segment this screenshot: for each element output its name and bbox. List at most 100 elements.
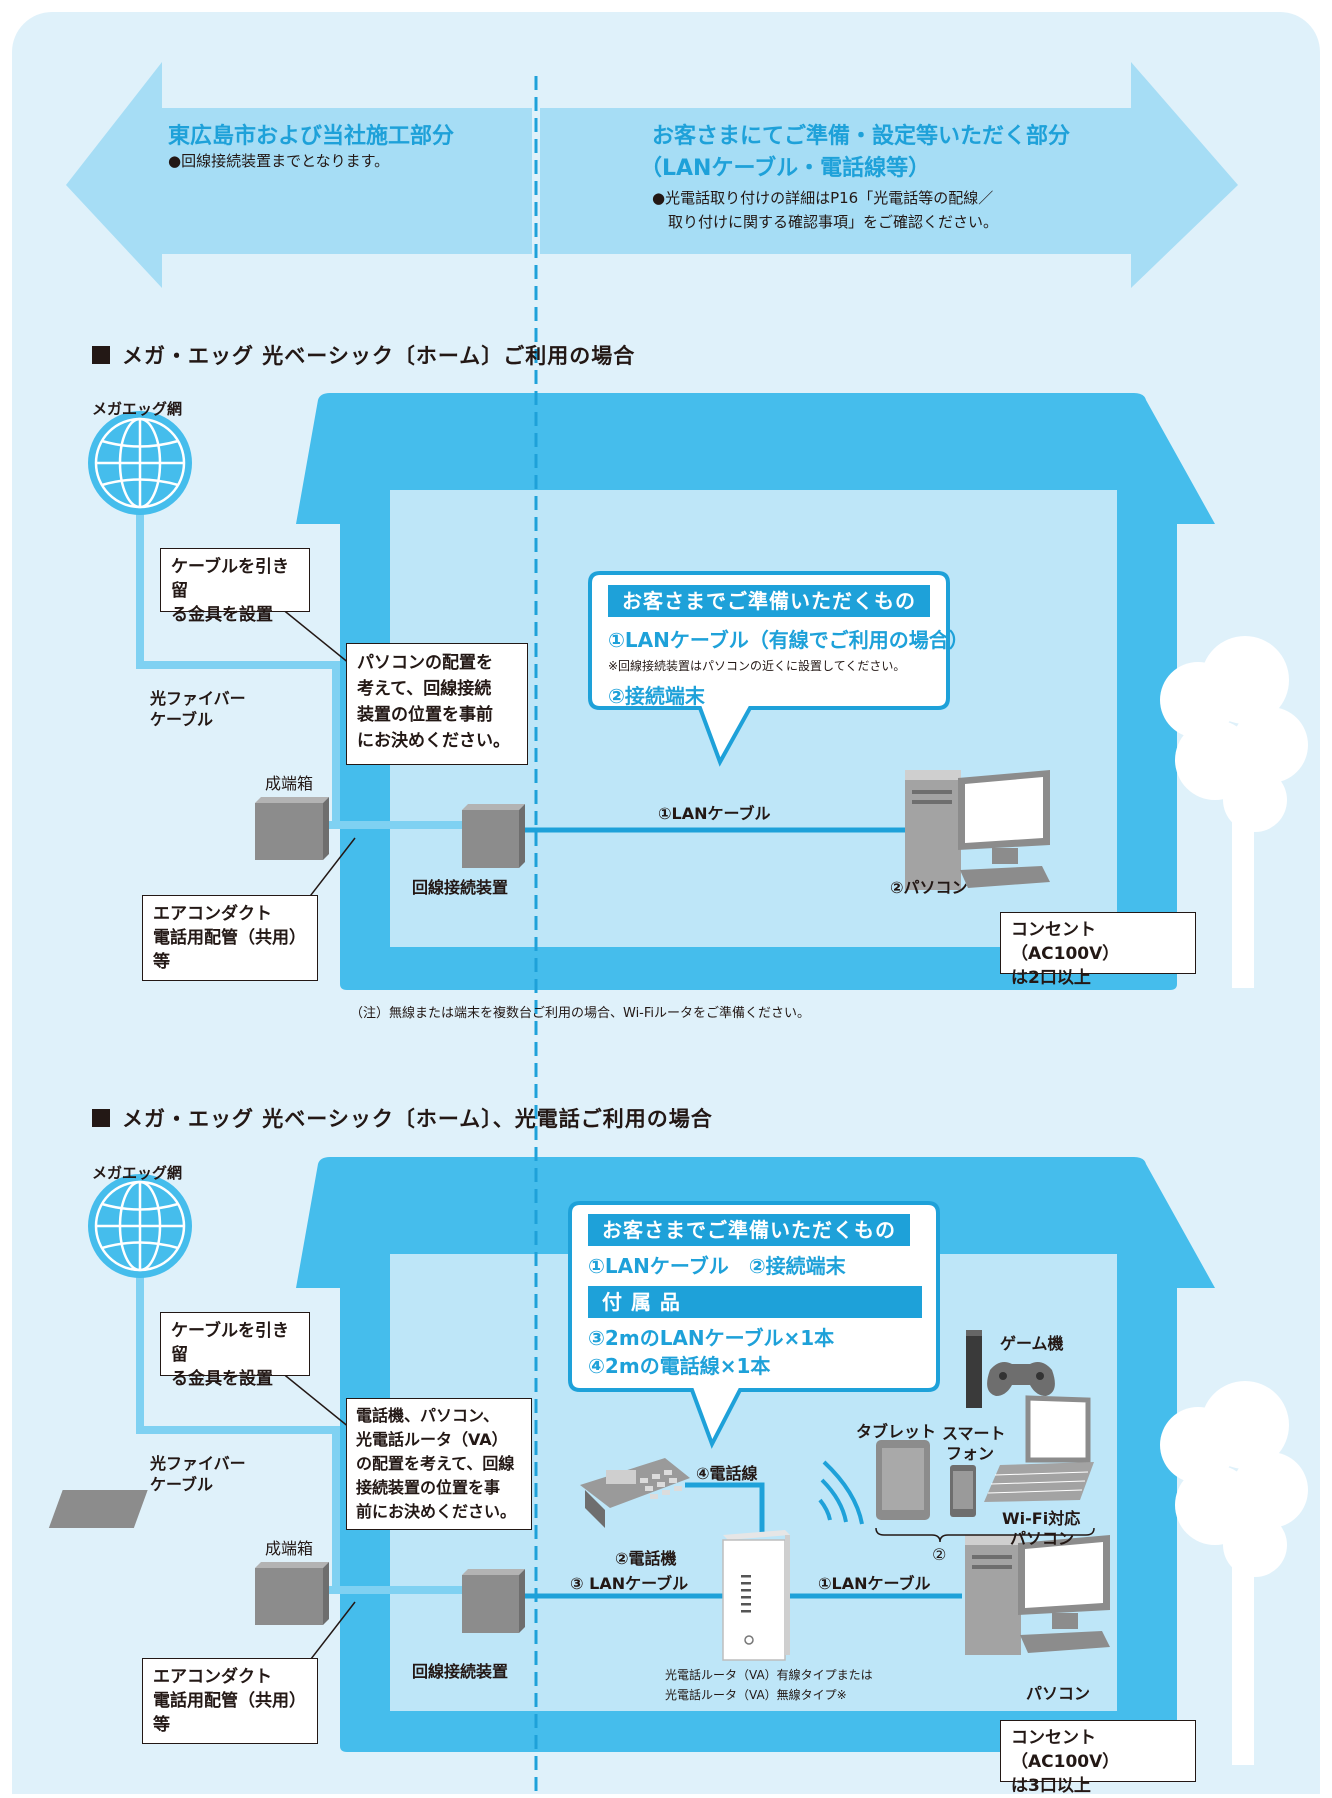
right-arrow-note-1: ●光電話取り付けの詳細はP16「光電話等の配線／ — [652, 189, 994, 207]
placement-note-line: 光電話ルータ（VA） — [356, 1430, 508, 1449]
outlet-note-line: は3口以上 — [1011, 1776, 1091, 1796]
accessory-item-1: ③2mのLANケーブル×1本 — [588, 1326, 835, 1350]
tree-2 — [1160, 1381, 1308, 1765]
section-1-heading: メガ・エッグ 光ベーシック〔ホーム〕ご利用の場合 — [92, 340, 635, 370]
right-arrow-title-1: お客さまにてご準備・設定等いただく部分 — [652, 124, 1071, 149]
onu-icon-1 — [462, 804, 525, 868]
phone-line-label: ④電話線 — [696, 1464, 758, 1483]
termination-box-label-2: 成端箱 — [265, 1539, 314, 1558]
game-console-label: ゲーム機 — [1000, 1334, 1064, 1353]
globe-icon-2 — [88, 1174, 192, 1278]
telephone-icon — [48, 1458, 690, 1528]
placement-note-1: パソコンの配置を 考えて、回線接続 装置の位置を事前 にお決めください。 — [346, 643, 528, 765]
termination-box-icon-2 — [255, 1562, 329, 1625]
pc-label-1: ②パソコン — [890, 878, 968, 897]
outlet-note-line: コンセント（AC100V） — [1011, 920, 1120, 964]
bubble-1-item-2: ②接続端末 — [608, 684, 705, 708]
duct-note-line: エアコンダクト — [153, 904, 272, 924]
right-arrow — [540, 62, 1238, 288]
lan-cable-label-3: ③ LANケーブル — [570, 1574, 689, 1593]
bubble-2-title: お客さまでご準備いただくもの — [588, 1214, 910, 1246]
duct-note-2: エアコンダクト 電話用配管（共用） 等 — [142, 1658, 318, 1744]
placement-note-line: 装置の位置を事前 — [357, 705, 493, 725]
smartphone-label-2: フォン — [946, 1444, 995, 1463]
right-arrow-title-2: （LANケーブル・電話線等） — [640, 156, 931, 181]
telephone-label: ②電話機 — [615, 1549, 677, 1568]
cable-note-line: る金具を設置 — [171, 605, 273, 625]
onu-icon-2 — [462, 1569, 525, 1633]
outlet-note-line: コンセント（AC100V） — [1011, 1728, 1120, 1772]
devices-brace — [875, 1527, 1095, 1543]
lan-cable-label-1: ①LANケーブル — [658, 804, 771, 823]
network-label-1: メガエッグ網 — [92, 400, 183, 418]
bubble-1-small-note: ※回線接続装置はパソコンの近くに設置してください。 — [608, 659, 906, 673]
tablet-icon — [876, 1440, 930, 1520]
router-icon — [722, 1530, 790, 1661]
laptop-icon — [984, 1395, 1094, 1502]
devices-circle-label: ② — [932, 1545, 947, 1564]
fiber-label-1b: ケーブル — [150, 710, 214, 729]
pc-label-2: パソコン — [1026, 1684, 1091, 1703]
tree-1 — [1160, 636, 1308, 988]
section-1-heading-text: メガ・エッグ 光ベーシック〔ホーム〕ご利用の場合 — [122, 344, 636, 368]
footnote-1: （注）無線または端末を複数台ご利用の場合、Wi-Fiルータをご準備ください。 — [350, 1006, 811, 1021]
lan-cables-2 — [522, 1482, 962, 1599]
placement-note-line: 接続装置の位置を事 — [356, 1478, 501, 1497]
section-2-heading-text: メガ・エッグ 光ベーシック〔ホーム〕、光電話ご利用の場合 — [122, 1107, 713, 1131]
wifi-signal-icon — [818, 1460, 864, 1525]
placement-note-2: 電話機、パソコン、 光電話ルータ（VA） の配置を考えて、回線 接続装置の位置を… — [346, 1398, 532, 1530]
heading-square-icon — [92, 346, 110, 364]
outlet-note-2: コンセント（AC100V） は3口以上 — [1000, 1720, 1196, 1796]
duct-note-line: 等 — [153, 952, 170, 972]
router-label-2: 光電話ルータ（VA）無線タイプ※ — [665, 1688, 847, 1702]
desktop-pc-icon-1 — [905, 770, 1050, 890]
placement-note-line: パソコンの配置を — [357, 653, 493, 673]
wifi-pc-label-2: パソコン — [1010, 1529, 1075, 1548]
fiber-cable-1 — [136, 490, 468, 829]
placement-note-line: 電話機、パソコン、 — [356, 1406, 500, 1425]
fiber-label-1a: 光ファイバー — [150, 689, 246, 708]
termination-box-label-1: 成端箱 — [265, 774, 314, 793]
bubble-1-item-1: ①LANケーブル（有線でご利用の場合） — [608, 628, 969, 652]
duct-note-line: 電話用配管（共用） — [153, 1691, 306, 1711]
cable-fixture-note-1: ケーブルを引き留 る金具を設置 — [160, 548, 310, 625]
callout-bubble-2 — [568, 1201, 940, 1449]
duct-note-line: エアコンダクト — [153, 1667, 272, 1687]
cable-fixture-note-2: ケーブルを引き留 る金具を設置 — [160, 1312, 310, 1389]
right-arrow-note-2: 取り付けに関する確認事項」をご確認ください。 — [668, 213, 999, 231]
cable-note-line: る金具を設置 — [171, 1369, 273, 1389]
outlet-note-line: は2口以上 — [1011, 968, 1091, 988]
placement-note-line: にお決めください。 — [357, 731, 510, 751]
outlet-note-1: コンセント（AC100V） は2口以上 — [1000, 912, 1196, 988]
duct-note-1: エアコンダクト 電話用配管（共用） 等 — [142, 895, 318, 981]
section-2-heading: メガ・エッグ 光ベーシック〔ホーム〕、光電話ご利用の場合 — [92, 1103, 713, 1133]
onu-label-2: 回線接続装置 — [412, 1662, 509, 1681]
network-label-2: メガエッグ網 — [92, 1164, 183, 1182]
fiber-cable-2 — [136, 1254, 468, 1594]
placement-note-line: 考えて、回線接続 — [357, 679, 492, 699]
onu-label-1: 回線接続装置 — [412, 878, 509, 897]
fiber-label-2b: ケーブル — [150, 1475, 214, 1494]
router-label-1: 光電話ルータ（VA）有線タイプまたは — [665, 1668, 873, 1682]
left-arrow-title: 東広島市および当社施工部分 — [168, 124, 455, 149]
placement-note-line: の配置を考えて、回線 — [356, 1454, 515, 1473]
tablet-label: タブレット — [856, 1422, 937, 1441]
smartphone-label-1: スマート — [942, 1424, 1006, 1443]
cable-note-line: ケーブルを引き留 — [171, 1321, 289, 1365]
bubble-1-title: お客さまでご準備いただくもの — [608, 585, 930, 617]
lan-cable-label-1b: ①LANケーブル — [818, 1574, 931, 1593]
smartphone-icon — [950, 1465, 976, 1517]
termination-box-icon-1 — [255, 797, 329, 860]
bubble-2-items: ①LANケーブル ②接続端末 — [588, 1254, 846, 1278]
duct-note-line: 電話用配管（共用） — [153, 928, 306, 948]
wifi-pc-label-1: Wi-Fi対応 — [1002, 1509, 1081, 1528]
accessory-title: 付 属 品 — [588, 1286, 922, 1318]
left-arrow — [66, 62, 532, 288]
globe-icon-1 — [88, 411, 192, 515]
left-arrow-note: ●回線接続装置までとなります。 — [168, 152, 390, 170]
game-console-icon — [966, 1330, 1055, 1408]
desktop-pc-icon-2 — [965, 1535, 1110, 1655]
callout-bubble-1 — [588, 571, 950, 767]
